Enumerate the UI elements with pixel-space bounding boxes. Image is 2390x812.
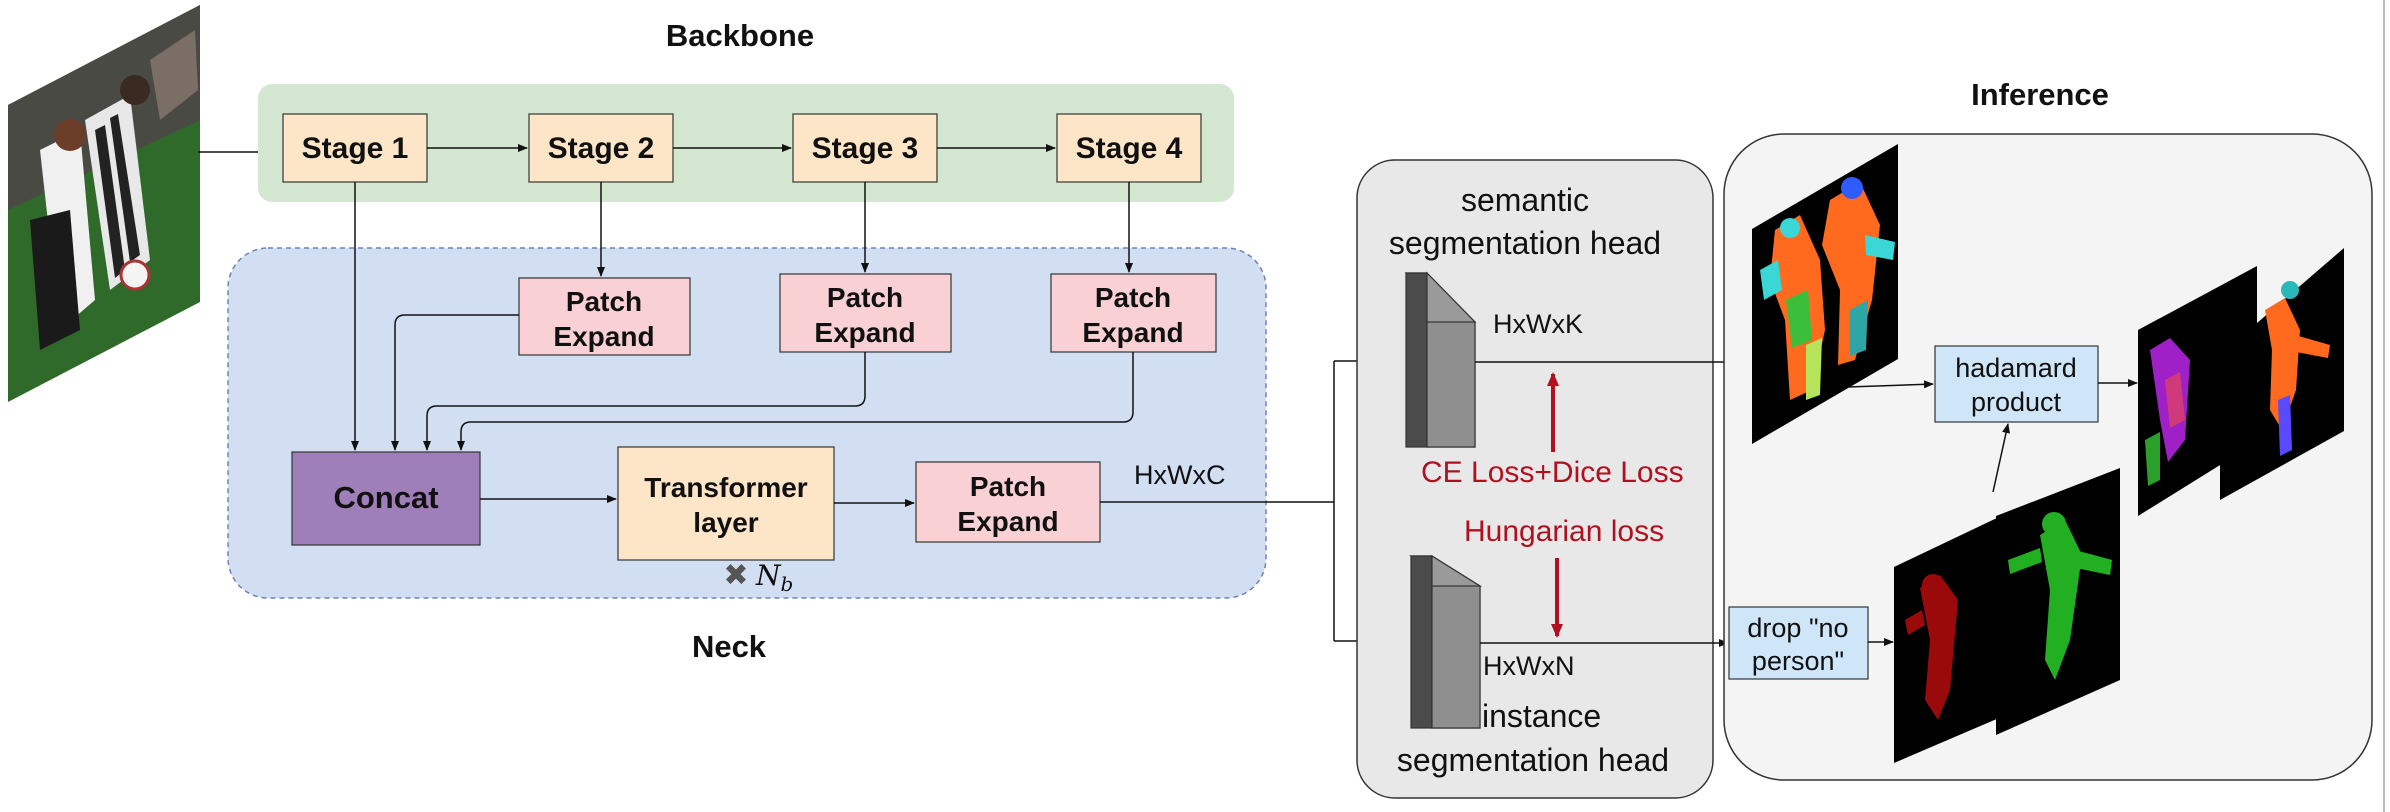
patch-expand-1-line2: Expand: [553, 321, 654, 352]
instance-feature-block: [1408, 554, 1483, 729]
hadamard-product-box: hadamard product: [1934, 345, 2099, 423]
stage-2-label: Stage 2: [548, 132, 655, 165]
neck-title: Neck: [692, 629, 767, 664]
ce-dice-loss-label: CE Loss+Dice Loss: [1421, 456, 1684, 489]
hungarian-loss-label: Hungarian loss: [1464, 515, 1664, 548]
patch1-to-concat-arrow: [391, 314, 519, 451]
backbone-panel: [258, 84, 1234, 202]
patch-expand-2-line1: Patch: [827, 282, 903, 313]
semantic-feature-block: [1404, 271, 1477, 448]
patch-expand-1: Patch Expand: [518, 277, 691, 356]
patch2-to-concat-arrow: [423, 352, 866, 451]
instance-output-dims: HxWxN: [1483, 651, 1574, 681]
concat-box: Concat: [291, 451, 481, 546]
concat-label: Concat: [333, 480, 438, 515]
stage-2-box: Stage 2: [528, 113, 674, 183]
semantic-head-line2: segmentation head: [1389, 225, 1661, 261]
instance-mask-images: [1894, 468, 2120, 763]
stage-3-box: Stage 3: [792, 113, 938, 183]
transformer-line1: Transformer: [644, 472, 807, 503]
repeat-count-subscript: b: [781, 572, 794, 596]
inference-title: Inference: [1971, 77, 2109, 112]
stage-4-box: Stage 4: [1056, 113, 1202, 183]
patch-expand-3-line2: Expand: [1082, 317, 1183, 348]
hadamard-line1: hadamard: [1955, 353, 2077, 383]
stage-1-box: Stage 1: [282, 113, 428, 183]
patch-expand-4: Patch Expand: [915, 461, 1101, 543]
neck-output-dims: HxWxC: [1134, 460, 1225, 490]
stage-3-label: Stage 3: [812, 132, 919, 165]
hadamard-line2: product: [1971, 387, 2062, 417]
drop-line1: drop "no: [1747, 613, 1848, 643]
drop-no-person-box: drop "no person": [1728, 606, 1869, 680]
input-image: [8, 5, 200, 402]
semantic-to-hadamard-arrow: [1847, 380, 1934, 389]
patch-expand-2-line2: Expand: [814, 317, 915, 348]
instance-head-line1: instance: [1482, 698, 1601, 734]
semantic-head-line1: semantic: [1461, 182, 1589, 218]
patch-expand-3-line1: Patch: [1095, 282, 1171, 313]
patch-expand-2: Patch Expand: [779, 273, 952, 353]
instance-to-hadamard-arrow: [1992, 423, 2010, 493]
result-mask-image: [2138, 248, 2344, 516]
patch-expand-4-line1: Patch: [970, 471, 1046, 502]
drop-line2: person": [1752, 646, 1844, 676]
transformer-layer-box: Transformer layer: [617, 446, 835, 561]
patch-expand-1-line1: Patch: [566, 286, 642, 317]
stage-4-label: Stage 4: [1076, 132, 1183, 165]
patch-expand-3: Patch Expand: [1050, 273, 1217, 353]
stage-1-label: Stage 1: [302, 132, 409, 165]
patch3-to-concat-arrow: [457, 352, 1134, 451]
repeat-count-label: Nb: [755, 559, 793, 596]
patch-expand-4-line2: Expand: [957, 506, 1058, 537]
instance-head-line2: segmentation head: [1397, 742, 1669, 778]
transformer-line2: layer: [693, 507, 758, 538]
backbone-title: Backbone: [666, 18, 814, 53]
repeat-symbol: ✖: [723, 559, 748, 592]
semantic-output-dims: HxWxK: [1493, 309, 1583, 339]
semantic-mask-image: [1752, 144, 1898, 444]
